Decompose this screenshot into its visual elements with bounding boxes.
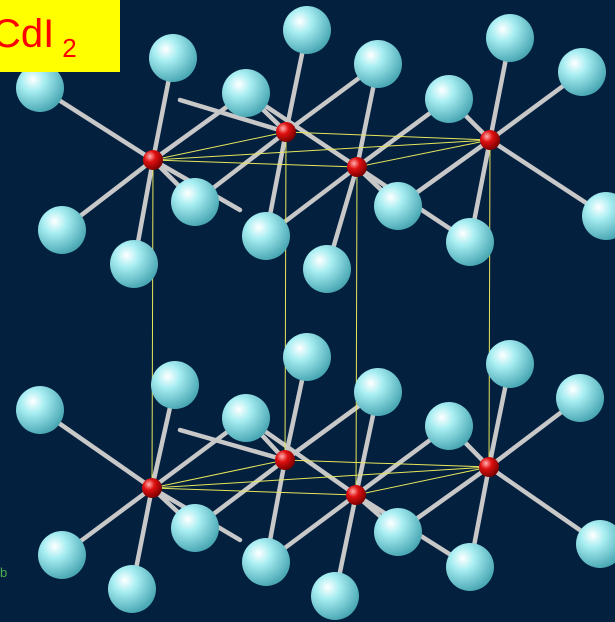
cadmium-atom bbox=[479, 457, 499, 477]
cadmium-atom bbox=[142, 478, 162, 498]
iodine-atom bbox=[171, 178, 219, 226]
unit-cell-edge bbox=[284, 459, 490, 468]
iodine-atom bbox=[425, 75, 473, 123]
cd-i-bond bbox=[177, 427, 288, 463]
unit-cell-edge bbox=[355, 466, 490, 496]
unit-cell-edges bbox=[151, 131, 491, 496]
bonds-layer bbox=[37, 27, 609, 599]
cadmium-atom bbox=[143, 150, 163, 170]
iodine-atom bbox=[38, 206, 86, 254]
iodine-atom bbox=[486, 340, 534, 388]
unit-cell-edge bbox=[488, 139, 491, 468]
unit-cell-edge bbox=[151, 466, 490, 489]
iodine-atom bbox=[16, 386, 64, 434]
iodine-atoms-layer bbox=[16, 6, 615, 620]
iodine-atom bbox=[582, 192, 615, 240]
cadmium-atom bbox=[346, 485, 366, 505]
formula-text: CdI bbox=[0, 12, 55, 56]
iodine-atom bbox=[108, 565, 156, 613]
iodine-atom bbox=[576, 520, 615, 568]
iodine-atom bbox=[354, 368, 402, 416]
iodine-atom bbox=[374, 508, 422, 556]
axis-label-b: b bbox=[0, 565, 8, 580]
iodine-atom bbox=[556, 374, 604, 422]
unit-cell-edge bbox=[285, 131, 491, 141]
iodine-atom bbox=[283, 6, 331, 54]
iodine-atom bbox=[558, 48, 606, 96]
iodine-atom bbox=[149, 34, 197, 82]
iodine-atom bbox=[486, 14, 534, 62]
iodine-atom bbox=[242, 538, 290, 586]
cd-i-bond bbox=[177, 97, 289, 135]
iodine-atom bbox=[283, 333, 331, 381]
unit-cell-edge bbox=[152, 131, 287, 161]
cadmium-atom bbox=[347, 157, 367, 177]
cadmium-atoms-layer bbox=[142, 122, 500, 505]
iodine-atom bbox=[38, 531, 86, 579]
iodine-atom bbox=[354, 40, 402, 88]
iodine-atom bbox=[446, 218, 494, 266]
iodine-atom bbox=[110, 240, 158, 288]
unit-cell-edge bbox=[284, 131, 287, 461]
cadmium-atom bbox=[480, 130, 500, 150]
unit-cell-edge bbox=[151, 159, 154, 489]
unit-cell-edge bbox=[151, 459, 286, 489]
iodine-atom bbox=[151, 361, 199, 409]
iodine-atom bbox=[242, 212, 290, 260]
unit-cell-edge bbox=[356, 139, 491, 168]
cadmium-atom bbox=[275, 450, 295, 470]
iodine-atom bbox=[303, 245, 351, 293]
iodine-atom bbox=[16, 64, 64, 112]
iodine-atom bbox=[171, 504, 219, 552]
iodine-atom bbox=[311, 572, 359, 620]
unit-cell-edge bbox=[152, 139, 491, 161]
unit-cell-edge bbox=[152, 159, 358, 168]
iodine-atom bbox=[425, 402, 473, 450]
formula-subscript: 2 bbox=[62, 33, 77, 63]
unit-cell-edge bbox=[151, 487, 357, 496]
iodine-atom bbox=[222, 394, 270, 442]
iodine-atom bbox=[374, 182, 422, 230]
iodine-atom bbox=[446, 543, 494, 591]
iodine-atom bbox=[222, 69, 270, 117]
unit-cell-edge bbox=[355, 166, 358, 496]
cadmium-atom bbox=[276, 122, 296, 142]
